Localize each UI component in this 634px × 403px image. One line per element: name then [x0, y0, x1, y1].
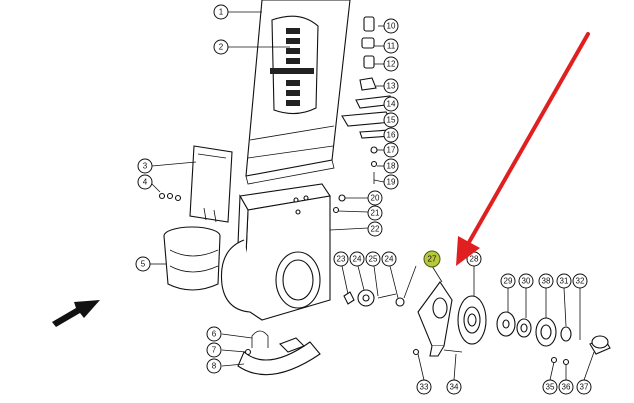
svg-text:7: 7 — [212, 346, 217, 355]
svg-text:6: 6 — [212, 330, 217, 339]
callout-16[interactable]: 16 — [383, 127, 399, 143]
callout-21[interactable]: 21 — [367, 205, 383, 221]
callout-31[interactable]: 31 — [556, 273, 572, 289]
callout-14[interactable]: 14 — [383, 96, 399, 112]
elevator-tube — [245, 0, 351, 185]
callout-24-right[interactable]: 24 — [381, 251, 397, 267]
callout-24-left[interactable]: 24 — [349, 251, 365, 267]
svg-text:20: 20 — [371, 194, 380, 203]
mounting-plate — [158, 145, 233, 223]
callout-35[interactable]: 35 — [542, 379, 558, 395]
red-pointer-arrow-icon — [456, 32, 590, 266]
callout-5[interactable]: 5 — [135, 256, 151, 272]
callout-17[interactable]: 17 — [383, 142, 399, 158]
bolt-20 — [338, 194, 346, 202]
svg-text:27: 27 — [428, 255, 437, 264]
svg-text:34: 34 — [450, 383, 459, 392]
callout-2[interactable]: 2 — [213, 39, 229, 55]
svg-text:29: 29 — [504, 277, 513, 286]
callout-33[interactable]: 33 — [416, 379, 432, 395]
elevator-chain — [270, 28, 314, 106]
svg-text:35: 35 — [546, 383, 555, 392]
callout-3[interactable]: 3 — [137, 158, 153, 174]
svg-text:36: 36 — [562, 383, 571, 392]
lower-housing — [220, 183, 331, 321]
svg-text:13: 13 — [387, 82, 396, 91]
bottom-shell — [237, 337, 321, 376]
callout-12[interactable]: 12 — [383, 56, 399, 72]
callout-34[interactable]: 34 — [446, 379, 462, 395]
svg-text:32: 32 — [576, 277, 585, 286]
svg-text:2: 2 — [219, 43, 224, 52]
callout-25[interactable]: 25 — [365, 251, 381, 267]
svg-text:24: 24 — [385, 255, 394, 264]
callout-29[interactable]: 29 — [500, 273, 516, 289]
callout-22[interactable]: 22 — [367, 221, 383, 237]
callout-1[interactable]: 1 — [213, 4, 229, 20]
leader-lines — [149, 11, 595, 381]
hub-parts — [496, 311, 611, 366]
callout-32[interactable]: 32 — [572, 273, 588, 289]
svg-text:38: 38 — [542, 277, 551, 286]
callout-38[interactable]: 38 — [538, 273, 554, 289]
svg-text:22: 22 — [371, 225, 380, 234]
svg-text:4: 4 — [143, 178, 148, 187]
svg-text:10: 10 — [387, 22, 396, 31]
small-parts-stack — [341, 16, 395, 184]
callout-37[interactable]: 37 — [576, 379, 592, 395]
bearing-parts — [343, 289, 405, 307]
callout-27-highlighted[interactable]: 27 — [423, 250, 441, 268]
svg-text:24: 24 — [353, 255, 362, 264]
callout-15[interactable]: 15 — [383, 112, 399, 128]
svg-text:30: 30 — [522, 277, 531, 286]
callout-6[interactable]: 6 — [206, 326, 222, 342]
svg-text:14: 14 — [387, 100, 396, 109]
svg-text:18: 18 — [387, 162, 396, 171]
bracket-27 — [412, 281, 463, 357]
callout-18[interactable]: 18 — [383, 158, 399, 174]
callout-13[interactable]: 13 — [383, 78, 399, 94]
callout-4[interactable]: 4 — [137, 174, 153, 190]
callout-30[interactable]: 30 — [518, 273, 534, 289]
svg-text:21: 21 — [371, 209, 380, 218]
callout-8[interactable]: 8 — [206, 358, 222, 374]
svg-text:15: 15 — [387, 116, 396, 125]
svg-text:5: 5 — [141, 260, 146, 269]
svg-text:33: 33 — [420, 383, 429, 392]
flange-disc — [457, 295, 487, 345]
svg-text:12: 12 — [387, 60, 396, 69]
callout-23[interactable]: 23 — [333, 251, 349, 267]
callouts: 1 2 3 4 5 6 7 8 10 11 12 13 14 15 16 17 … — [135, 4, 592, 395]
svg-text:17: 17 — [387, 146, 396, 155]
svg-text:8: 8 — [212, 362, 217, 371]
svg-text:37: 37 — [580, 383, 589, 392]
callout-36[interactable]: 36 — [558, 379, 574, 395]
svg-text:25: 25 — [369, 255, 378, 264]
direction-arrow-icon — [52, 300, 100, 327]
svg-text:16: 16 — [387, 131, 396, 140]
callout-11[interactable]: 11 — [383, 38, 399, 54]
svg-text:19: 19 — [387, 178, 396, 187]
ring-band — [163, 226, 221, 291]
callout-10[interactable]: 10 — [383, 18, 399, 34]
svg-text:1: 1 — [219, 8, 224, 17]
svg-text:3: 3 — [143, 162, 148, 171]
svg-text:31: 31 — [560, 277, 569, 286]
callout-7[interactable]: 7 — [206, 342, 222, 358]
callout-19[interactable]: 19 — [383, 174, 399, 190]
callout-20[interactable]: 20 — [367, 190, 383, 206]
u-bolt — [244, 330, 269, 356]
svg-text:28: 28 — [470, 255, 479, 264]
washer-21 — [332, 206, 340, 214]
svg-text:23: 23 — [337, 255, 346, 264]
svg-text:11: 11 — [387, 42, 396, 51]
